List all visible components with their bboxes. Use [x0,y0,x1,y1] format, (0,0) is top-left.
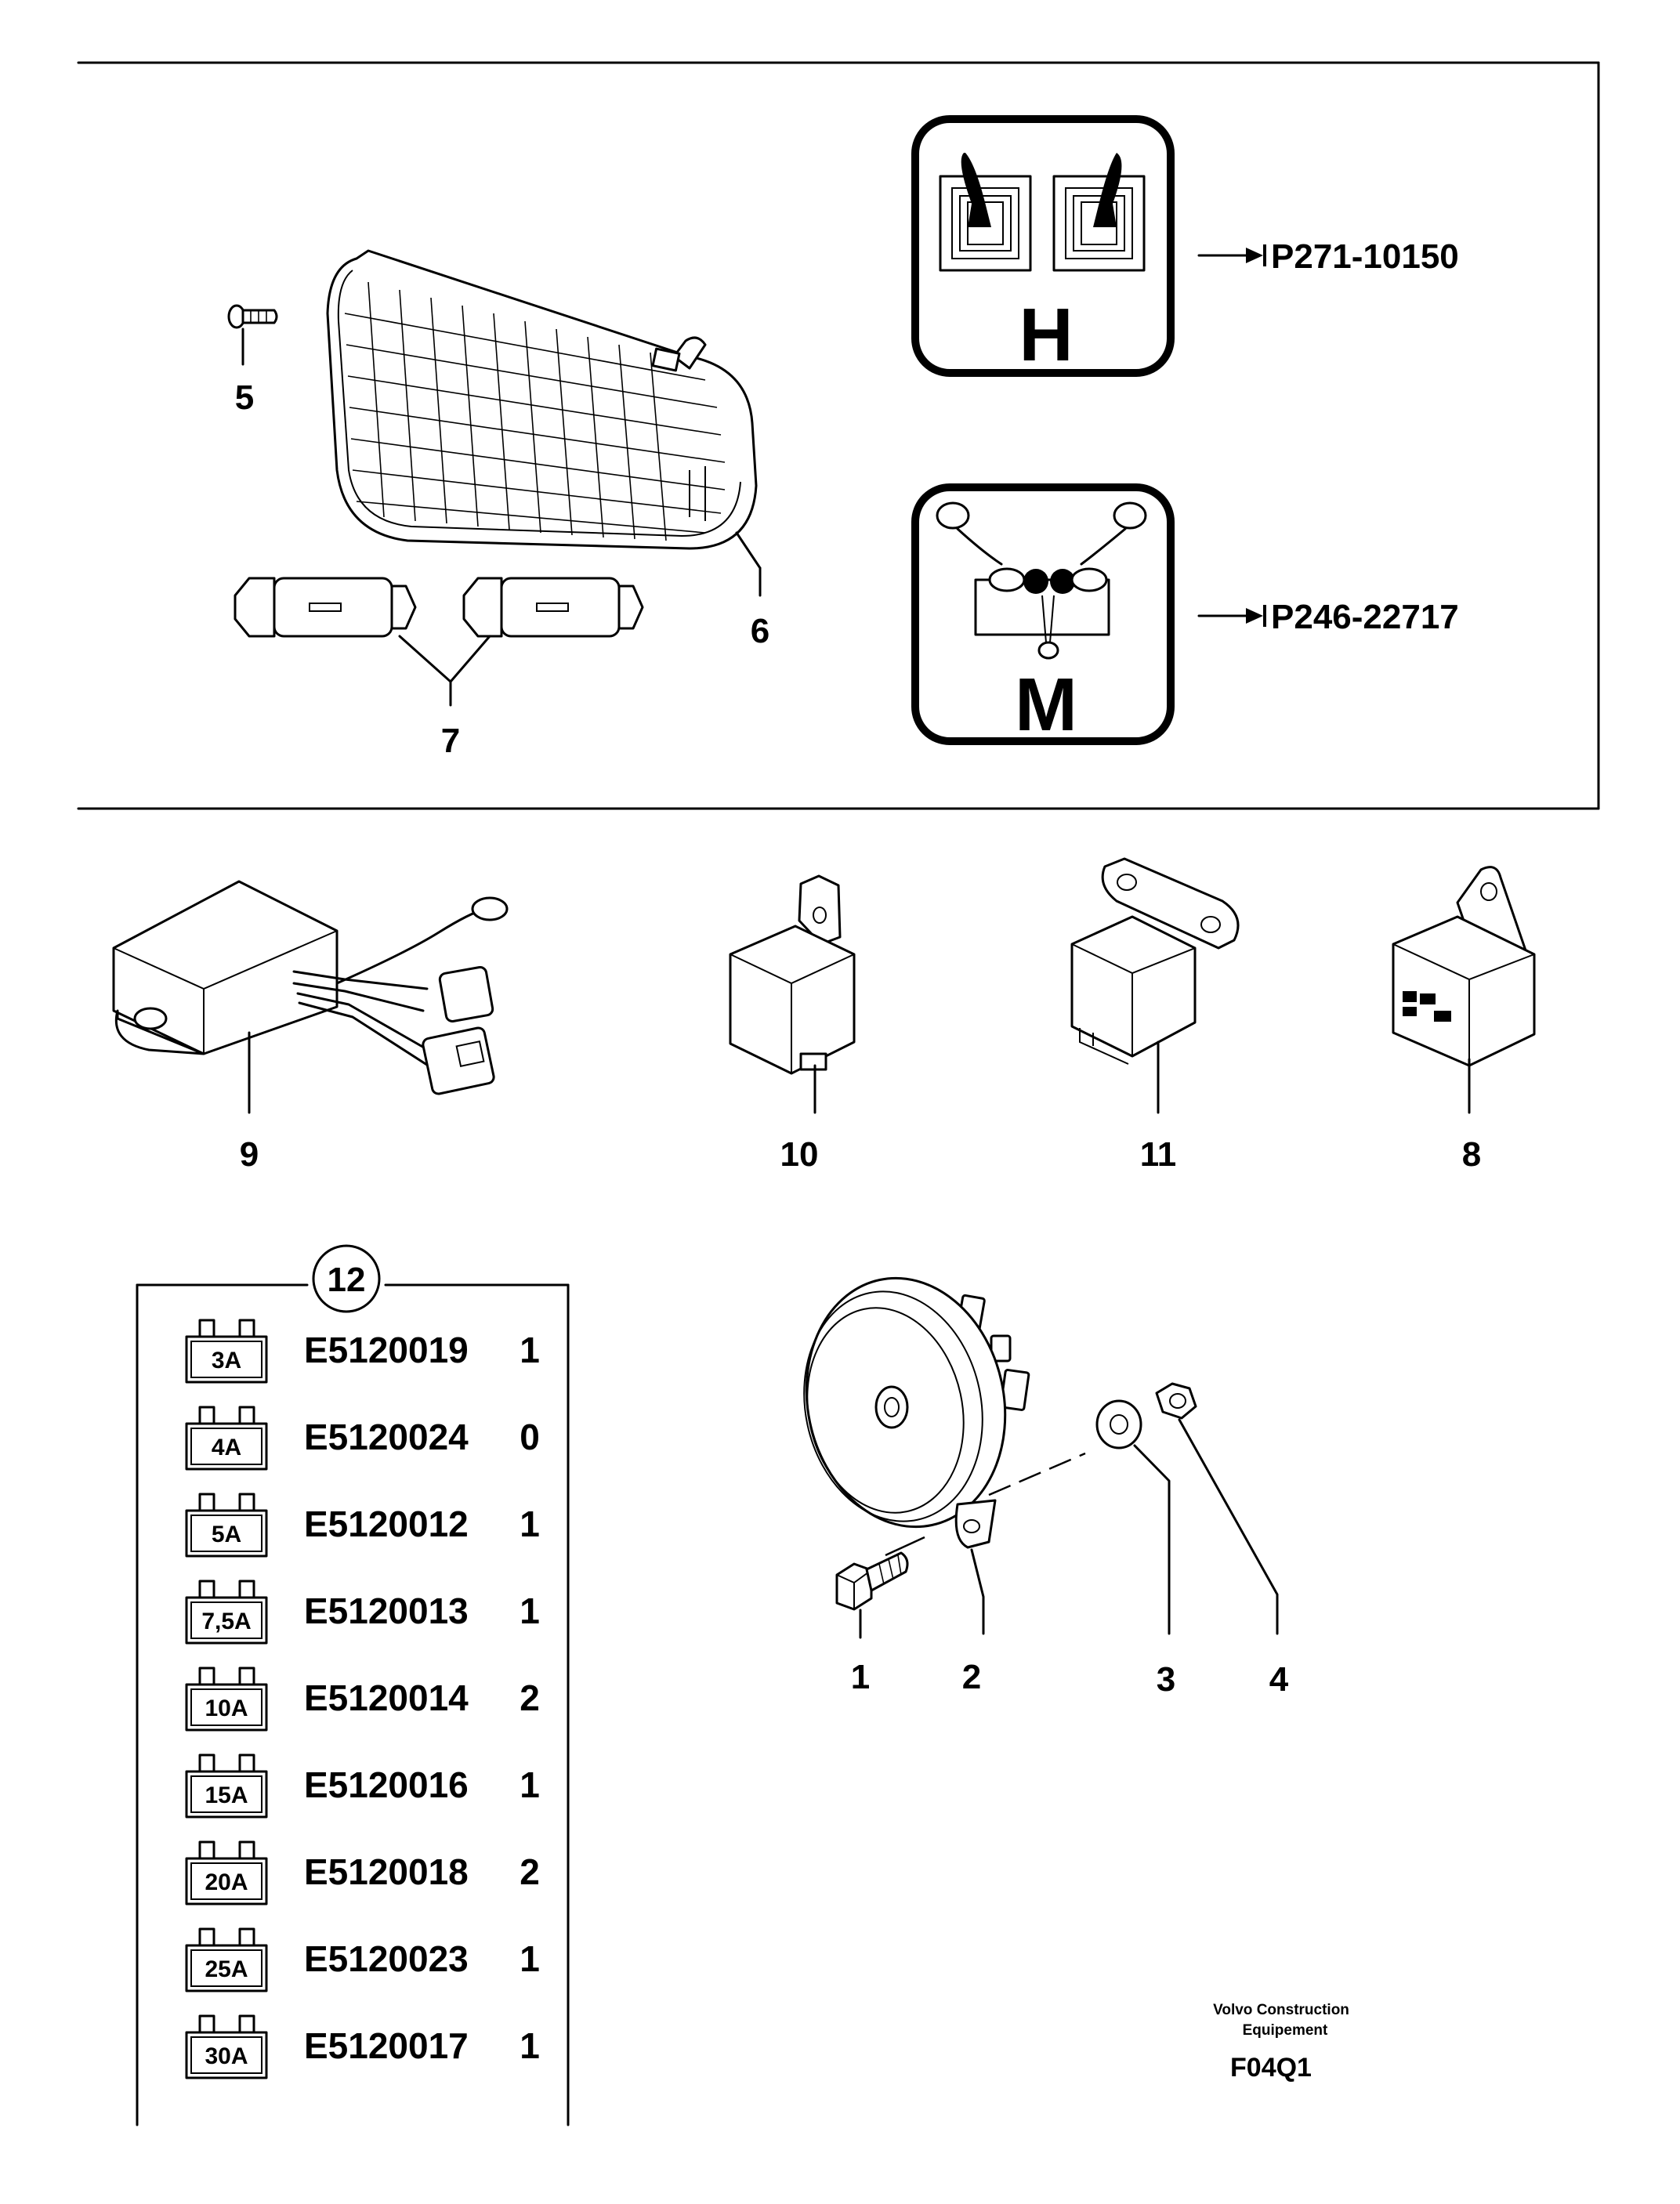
reference-m: P246-22717 [1271,598,1459,636]
fuse-part-number: E5120016 [304,1764,469,1805]
fuse-quantity: 0 [520,1417,540,1457]
relay-10-illustration [729,874,856,1114]
fuse-part-number: E5120018 [304,1851,469,1892]
fuse-icon [185,1927,268,1992]
fuse-list: 3A E5120019 1 4A E5120024 0 5A E5120012 1 7,5A E51… [185,1319,540,2079]
horn-nut-illustration [1155,1382,1279,1635]
fuse-part-number: E5120014 [304,1677,469,1718]
fuse-row: 5A E5120012 1 [185,1493,540,1558]
callout-2: 2 [962,1658,981,1696]
fuse-quantity: 1 [520,1591,540,1631]
fuse-rating: 3A [212,1348,241,1373]
horn-washer-illustration [1095,1399,1171,1635]
fuse-icon [185,1493,268,1558]
fuse-quantity: 2 [520,1851,540,1892]
fuse-part-number: E5120012 [304,1504,469,1544]
fuse-quantity: 1 [520,2025,540,2066]
control-letter-m: M [1015,663,1077,747]
callout-5: 5 [235,378,254,417]
fuse-row: 4A E5120024 0 [185,1406,540,1471]
bulb-pair-illustration [234,577,644,707]
horn-bolt-illustration [835,1551,909,1639]
fuse-row: 15A E5120016 1 [185,1753,540,1819]
fuse-part-number: E5120017 [304,2025,469,2066]
fuse-part-number: E5120013 [304,1591,469,1631]
fuse-icon [185,1319,268,1384]
reference-arrow-h [1197,244,1266,266]
fuse-rating: 4A [212,1435,241,1460]
figure-code: F04Q1 [1230,2053,1312,2083]
fuse-icon [185,1753,268,1819]
fuse-quantity: 1 [520,1330,540,1370]
callout-11: 11 [1140,1135,1177,1174]
fuse-rating: 5A [212,1522,241,1547]
fuse-quantity: 2 [520,1677,540,1718]
fuse-rating: 10A [205,1696,248,1721]
fuse-part-number: E5120019 [304,1330,469,1370]
fuse-part-number: E5120024 [304,1417,469,1457]
control-pattern-h-card: H [911,115,1175,377]
fuse-part-number: E5120023 [304,1938,469,1979]
fuse-quantity: 1 [520,1504,540,1544]
callout-4: 4 [1269,1660,1289,1699]
fuse-row: 10A E5120014 2 [185,1667,540,1732]
fuse-icon [185,2014,268,2079]
horn-leader-2 [970,1548,985,1635]
fuse-icon [185,1667,268,1732]
fuse-icon [185,1840,268,1905]
top-frame [77,61,1600,810]
brand-line-1: Volvo Construction [1213,2002,1349,2018]
horn-illustration [803,1276,1086,1557]
callout-10: 10 [780,1135,819,1174]
work-lamp-illustration [326,249,762,597]
fuse-rating: 7,5A [201,1609,251,1634]
fuse-row: 30A E5120017 1 [185,2014,540,2079]
callout-7: 7 [441,722,460,760]
control-pattern-m-card: M [911,483,1175,747]
lamp-lens-grid [344,281,726,541]
callout-9: 9 [240,1135,259,1174]
callout-6: 6 [751,612,769,650]
fuse-rating: 30A [205,2043,248,2069]
fuse-rating: 25A [205,1956,248,1982]
fuse-quantity: 1 [520,1938,540,1979]
fuse-icon [185,1406,268,1471]
flasher-unit-illustration [112,880,509,1114]
relay-11-illustration [1070,857,1240,1114]
fuse-kit-frame [136,1244,570,2126]
brand-line-2: Equipement [1243,2022,1328,2039]
callout-3: 3 [1157,1660,1175,1699]
fuse-rating: 20A [205,1869,248,1895]
fuse-row: 7,5A E5120013 1 [185,1580,540,1645]
control-letter-h: H [1019,293,1073,377]
fuse-rating: 15A [205,1782,248,1808]
callout-8: 8 [1462,1135,1481,1174]
relay-8-illustration [1392,866,1536,1114]
fuse-row: 20A E5120018 2 [185,1840,540,1905]
screw-illustration [227,304,278,366]
fuse-row: 3A E5120019 1 [185,1319,540,1384]
callout-12: 12 [328,1261,366,1299]
callout-1: 1 [851,1658,870,1696]
fuse-quantity: 1 [520,1764,540,1805]
reference-h: P271-10150 [1271,237,1459,276]
fuse-row: 25A E5120023 1 [185,1927,540,1992]
fuse-icon [185,1580,268,1645]
reference-arrow-m [1197,605,1266,627]
